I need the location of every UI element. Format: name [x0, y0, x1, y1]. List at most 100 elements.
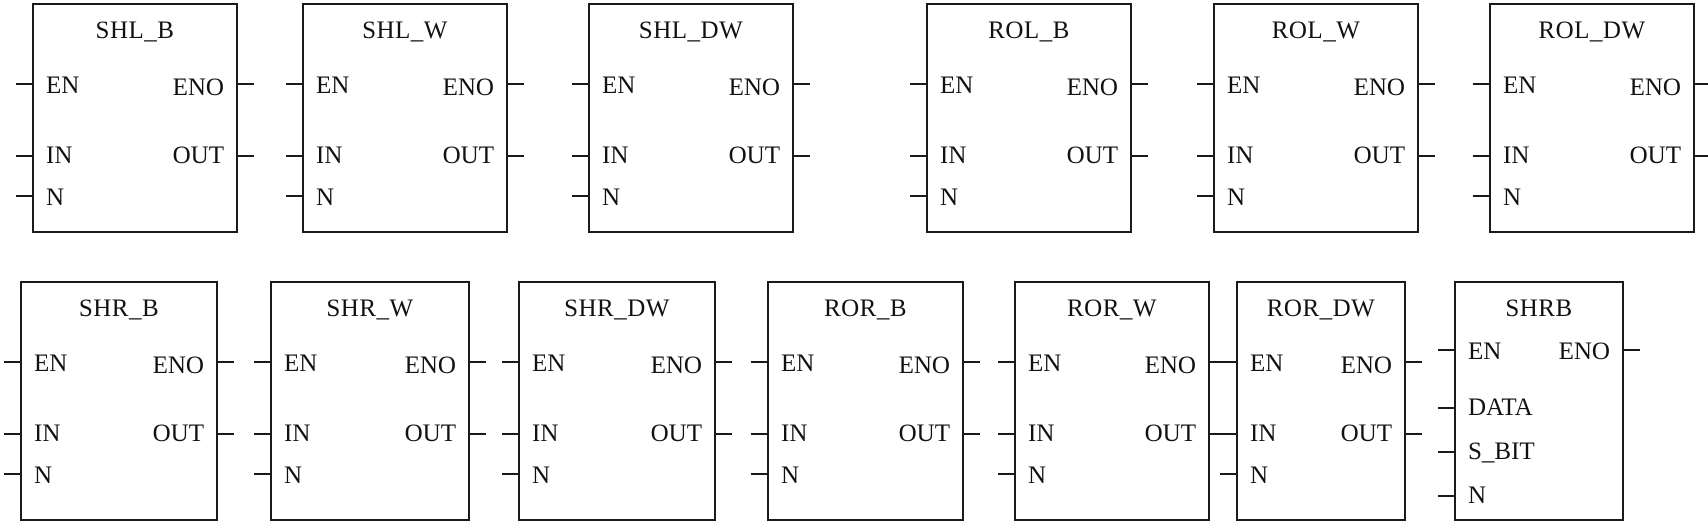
block-title: SHR_B: [78, 295, 160, 322]
eno-wire: [1406, 361, 1422, 363]
eno-wire: [1695, 83, 1708, 85]
n-wire: [572, 195, 588, 197]
n-label: N: [940, 184, 959, 211]
n-wire: [1197, 195, 1213, 197]
n-label: N: [284, 462, 303, 489]
eno-wire: [1419, 83, 1435, 85]
in-wire: [1197, 155, 1213, 157]
en-wire: [572, 83, 588, 85]
in-wire: [1220, 433, 1236, 435]
block-title: ROR_DW: [1266, 295, 1376, 322]
out-label: OUT: [1144, 420, 1196, 447]
in-label: IN: [1250, 420, 1277, 447]
n-wire: [254, 473, 270, 475]
eno-wire: [716, 361, 732, 363]
out-label: OUT: [404, 420, 456, 447]
block-title: SHR_DW: [564, 295, 670, 322]
n-wire: [910, 195, 926, 197]
en-label: EN: [284, 350, 318, 377]
en-wire: [286, 83, 302, 85]
block-title: ROL_B: [988, 17, 1070, 44]
in-wire: [572, 155, 588, 157]
n-label: N: [1227, 184, 1246, 211]
out-wire: [1406, 433, 1422, 435]
in-label: IN: [781, 420, 808, 447]
en-label: EN: [1250, 350, 1284, 377]
out-wire: [1695, 155, 1708, 157]
in-label: IN: [34, 420, 61, 447]
n-label: N: [781, 462, 800, 489]
eno-wire: [218, 361, 234, 363]
out-label: OUT: [1066, 142, 1118, 169]
out-wire: [238, 155, 254, 157]
in-label: IN: [940, 142, 967, 169]
out-wire: [1419, 155, 1435, 157]
n-wire: [751, 473, 767, 475]
in-label: IN: [1503, 142, 1530, 169]
eno-label: ENO: [1629, 74, 1681, 101]
in-wire: [16, 155, 32, 157]
in-wire: [1473, 155, 1489, 157]
s-bit-label: S_BIT: [1468, 438, 1535, 465]
en-wire: [751, 361, 767, 363]
out-label: OUT: [1629, 142, 1681, 169]
block-title: SHL_W: [362, 17, 448, 44]
out-label: OUT: [442, 142, 494, 169]
en-label: EN: [34, 350, 68, 377]
en-wire: [1438, 349, 1454, 351]
in-label: IN: [532, 420, 559, 447]
n-label: N: [1250, 462, 1269, 489]
n-label: N: [46, 184, 65, 211]
n-wire: [502, 473, 518, 475]
n-label: N: [316, 184, 335, 211]
in-wire: [751, 433, 767, 435]
out-label: OUT: [172, 142, 224, 169]
data-wire: [1438, 407, 1454, 409]
eno-wire: [508, 83, 524, 85]
out-wire: [716, 433, 732, 435]
out-wire: [964, 433, 980, 435]
out-wire: [470, 433, 486, 435]
block-title: SHRB: [1505, 295, 1573, 322]
n-label: N: [602, 184, 621, 211]
eno-wire: [1624, 349, 1640, 351]
eno-label: ENO: [898, 352, 950, 379]
en-label: EN: [781, 350, 815, 377]
out-label: OUT: [1353, 142, 1405, 169]
en-label: EN: [940, 72, 974, 99]
en-label: EN: [1468, 338, 1502, 365]
in-wire: [286, 155, 302, 157]
out-label: OUT: [650, 420, 702, 447]
in-wire: [910, 155, 926, 157]
n-label: N: [1028, 462, 1047, 489]
n-wire: [1473, 195, 1489, 197]
en-wire: [998, 361, 1014, 363]
in-label: IN: [46, 142, 73, 169]
out-wire: [794, 155, 810, 157]
eno-wire: [1210, 361, 1226, 363]
block-title: SHR_W: [326, 295, 414, 322]
in-label: IN: [316, 142, 343, 169]
block-title: ROR_W: [1067, 295, 1157, 322]
out-label: OUT: [728, 142, 780, 169]
eno-label: ENO: [1353, 74, 1405, 101]
out-label: OUT: [152, 420, 204, 447]
en-label: EN: [1028, 350, 1062, 377]
eno-label: ENO: [152, 352, 204, 379]
en-label: EN: [46, 72, 80, 99]
en-wire: [254, 361, 270, 363]
eno-label: ENO: [728, 74, 780, 101]
in-wire: [254, 433, 270, 435]
out-wire: [508, 155, 524, 157]
in-wire: [998, 433, 1014, 435]
n-wire: [286, 195, 302, 197]
